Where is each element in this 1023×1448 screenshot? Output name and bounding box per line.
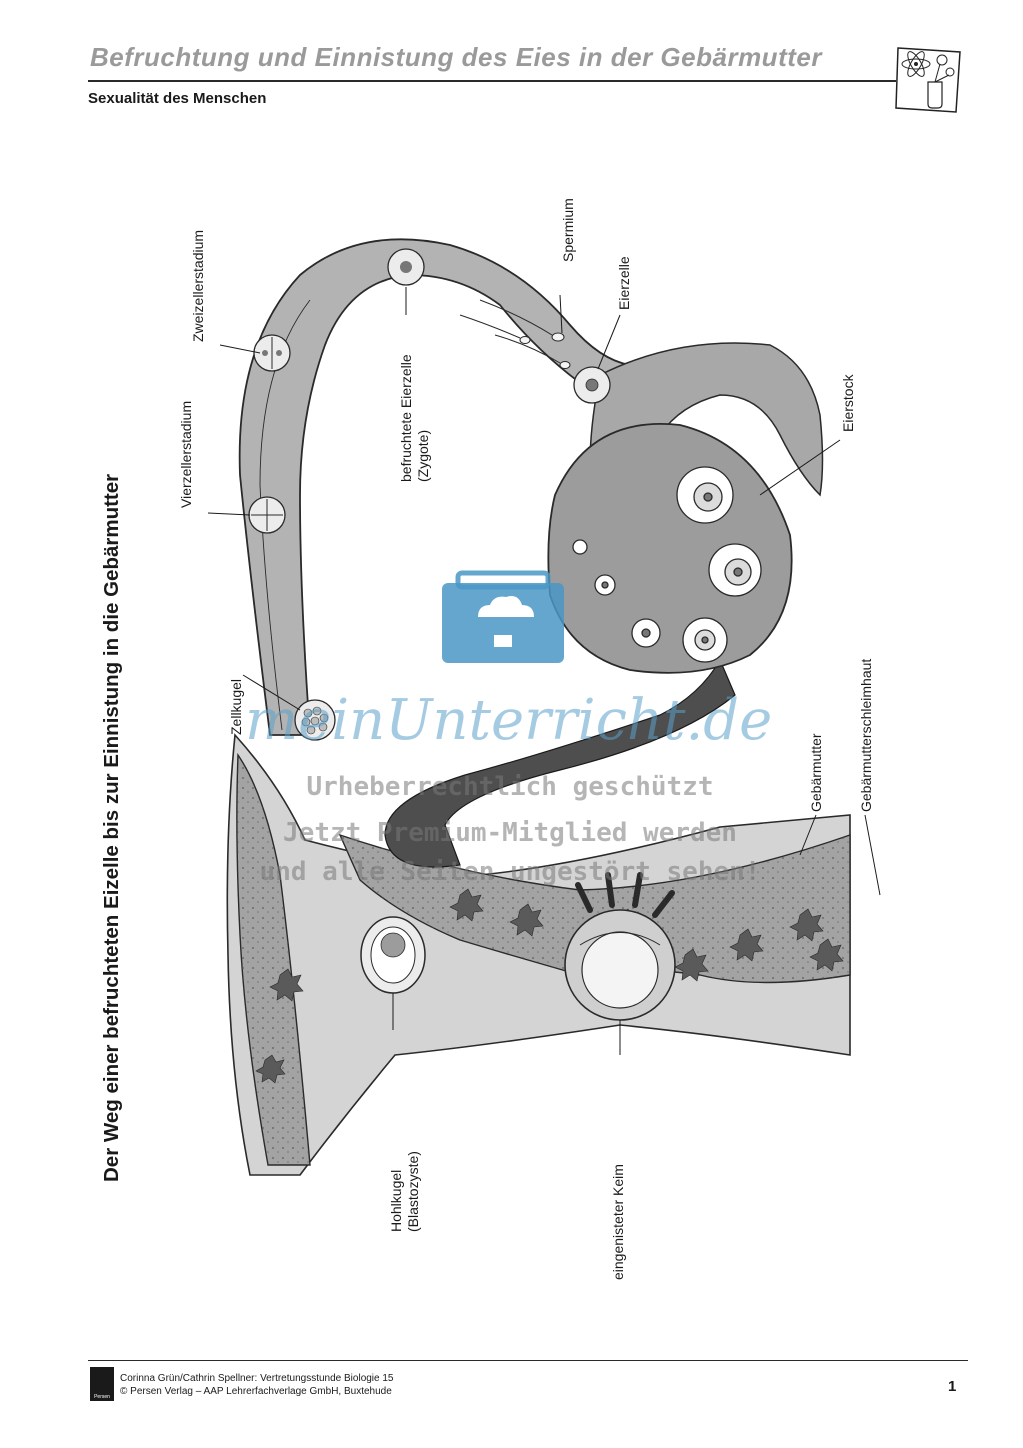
implanted-embryo — [564, 872, 676, 1021]
label-eingenisteter-keim: eingenisteter Keim — [610, 1164, 626, 1280]
biology-flask-icon — [895, 47, 961, 113]
briefcase-cloud-icon — [442, 570, 564, 663]
zygote — [387, 248, 425, 286]
persen-logo-text: Persen — [94, 1394, 110, 1400]
footer-divider — [88, 1360, 968, 1361]
label-eierzelle: Eierzelle — [616, 256, 632, 310]
morula — [294, 699, 336, 741]
label-befruchtete-eierzelle: befruchtete Eierzelle(Zygote) — [398, 354, 431, 482]
worksheet-title: Befruchtung und Einnistung des Eies in d… — [90, 42, 822, 72]
header-divider — [88, 80, 896, 82]
worksheet-subtitle: Sexualität des Menschen — [88, 90, 267, 107]
label-hohlkugel: Hohlkugel(Blastozyste) — [388, 1151, 421, 1232]
watermark-line-3: und alle Seiten ungestört sehen! — [259, 857, 761, 887]
footer-credits: Corinna Grün/Cathrin Spellner: Vertretun… — [120, 1373, 394, 1397]
ovarian-ligament — [384, 658, 736, 868]
fertilization-illustration — [207, 238, 881, 1176]
blastocyst — [360, 916, 426, 994]
label-zellkugel: Zellkugel — [228, 678, 244, 735]
label-zweizellerstadium: Zweizellerstadium — [190, 229, 206, 342]
egg-cell — [573, 366, 611, 404]
figure-title: Der Weg einer befruchteten Eizelle bis z… — [100, 473, 123, 1182]
four-cell-stage — [248, 496, 286, 534]
sperm — [459, 299, 571, 369]
watermark-line-2: Jetzt Premium-Mitglied werden — [283, 818, 737, 848]
label-vierzellerstadium: Vierzellerstadium — [178, 400, 194, 508]
persen-logo — [90, 1367, 114, 1401]
two-cell-stage — [253, 334, 291, 372]
label-spermium: Spermium — [560, 198, 576, 262]
page-number: 1 — [948, 1378, 957, 1395]
watermark-brand: meinUnterricht.de — [245, 688, 773, 753]
label-gebaermutterschleimhaut: Gebärmutterschleimhaut — [858, 658, 874, 812]
watermark-line-1: Urheberrechtlich geschützt — [306, 772, 714, 802]
label-eierstock: Eierstock — [840, 374, 856, 432]
